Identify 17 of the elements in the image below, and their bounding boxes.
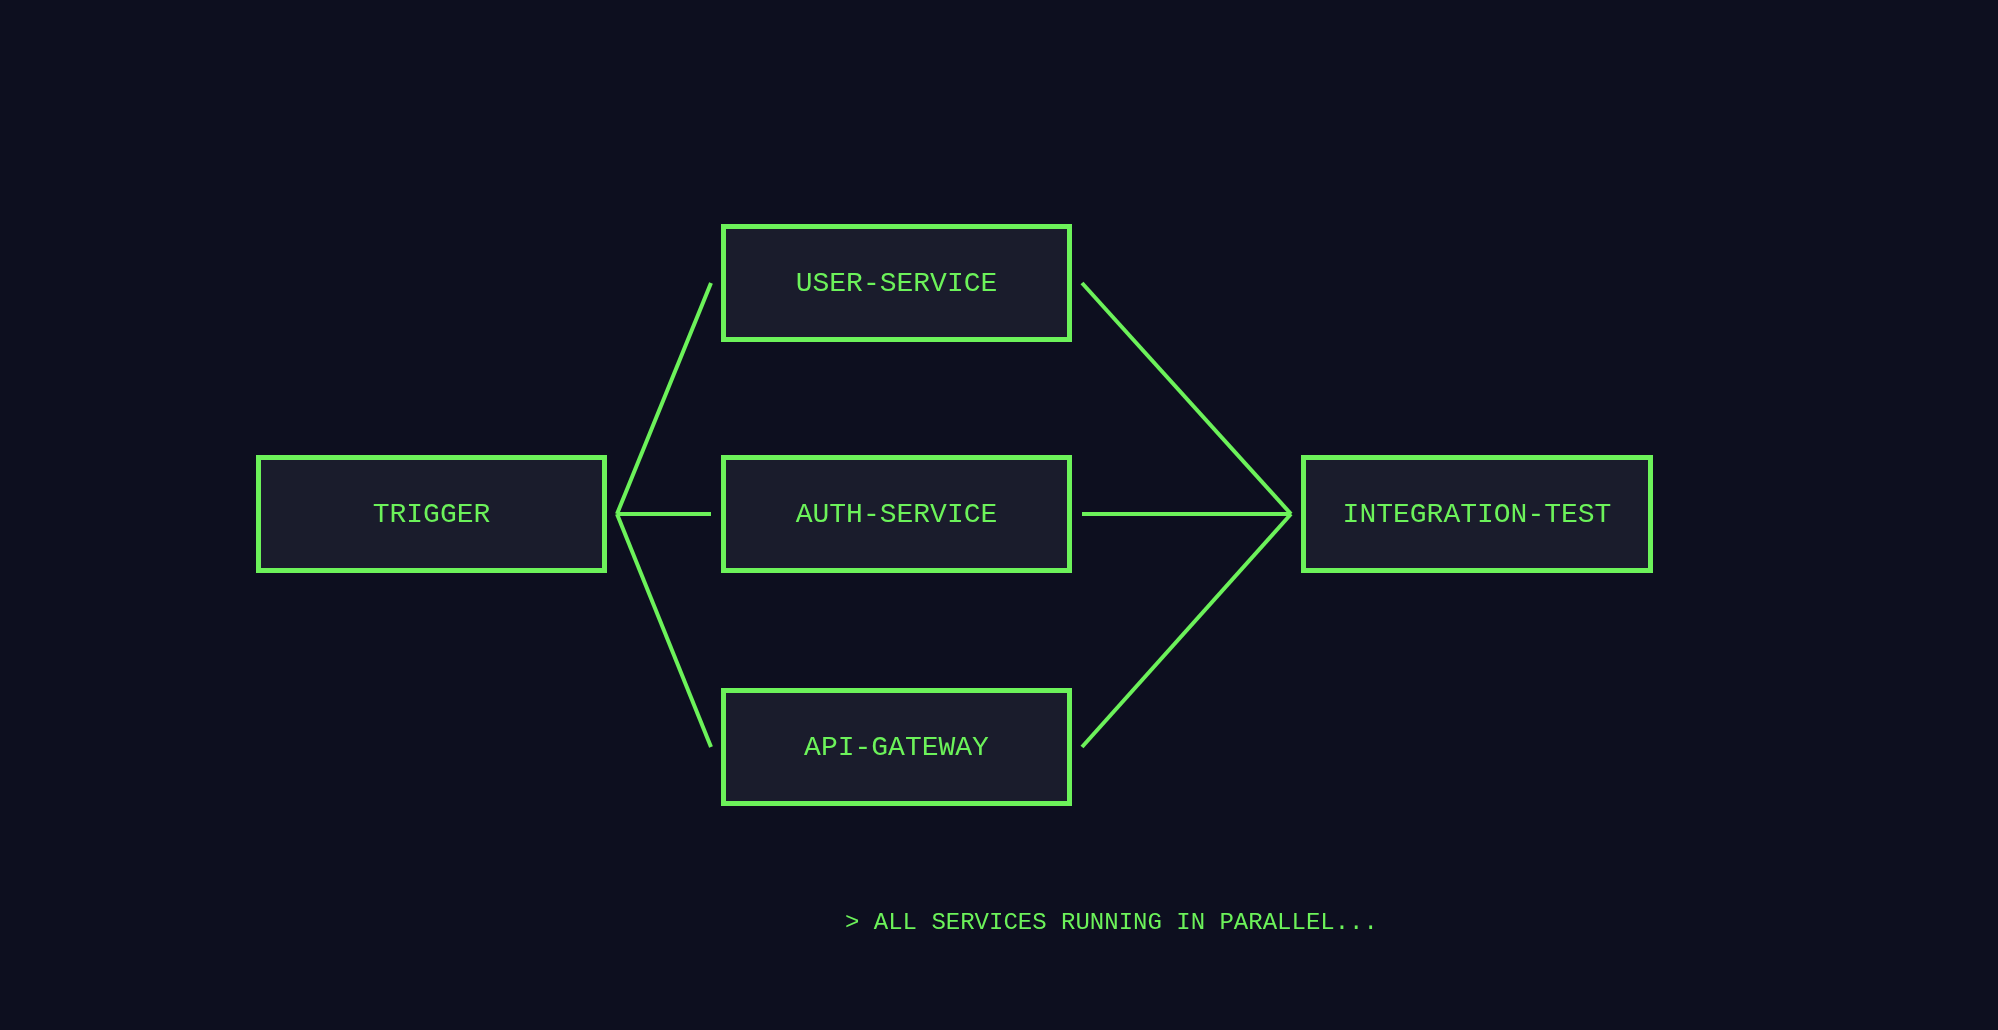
connector-line <box>617 512 711 516</box>
box-label: AUTH-SERVICE <box>795 498 998 530</box>
status-note: > ALL SERVICES RUNNING IN PARALLEL... <box>845 909 1378 936</box>
connector-line <box>1082 512 1291 516</box>
box-label: INTEGRATION-TEST <box>1342 498 1612 530</box>
process-box <box>721 455 1072 573</box>
connector-line <box>1080 281 1293 516</box>
box-label: TRIGGER <box>372 498 491 530</box>
process-box <box>721 688 1072 806</box>
box-label: USER-SERVICE <box>795 267 998 299</box>
process-box <box>721 224 1072 342</box>
process-box <box>256 455 607 573</box>
connector-line <box>615 513 713 748</box>
process-box <box>1301 455 1653 573</box>
box-label: API-GATEWAY <box>804 731 989 763</box>
connector-line <box>615 282 713 515</box>
connector-line <box>1080 512 1293 749</box>
